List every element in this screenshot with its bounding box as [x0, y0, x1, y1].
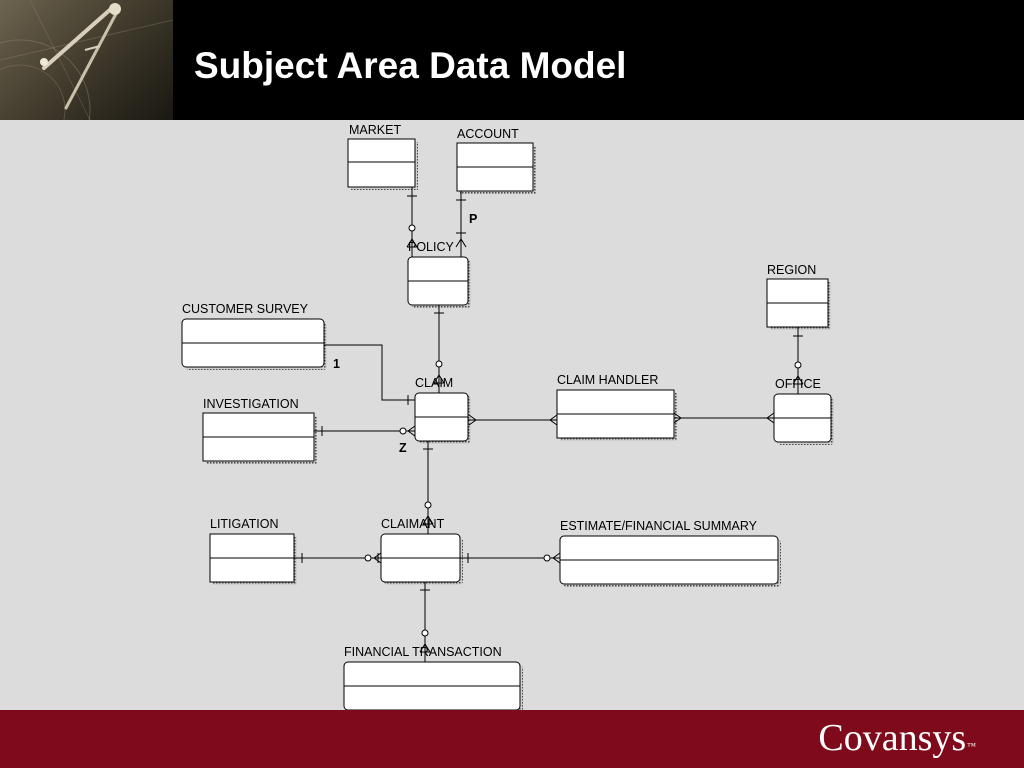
relationship-label-p: P: [469, 212, 477, 226]
entity-investigation[interactable]: INVESTIGATION: [202, 397, 317, 464]
footer-bar: Covansys™: [0, 710, 1024, 768]
entity-claimant[interactable]: CLAIMANT: [380, 517, 463, 585]
entity-label: POLICY: [408, 240, 455, 254]
relationship-claimant-estimate-financial-summary: [460, 552, 561, 564]
entity-estimate-financial-summary[interactable]: ESTIMATE/FINANCIAL SUMMARY: [559, 519, 781, 587]
trademark-mark: ™: [967, 741, 976, 751]
entity-financial-transaction[interactable]: FINANCIAL TRANSACTION: [343, 645, 523, 713]
entity-account[interactable]: ACCOUNT: [456, 127, 536, 194]
relationship-customer-survey-claim: [324, 344, 415, 405]
entity-label: CLAIM HANDLER: [557, 373, 658, 387]
covansys-logo: Covansys™: [818, 715, 976, 761]
entity-customer-survey[interactable]: CUSTOMER SURVEY: [181, 302, 327, 370]
entity-label: LITIGATION: [210, 517, 279, 531]
relationship-market-policy: [406, 187, 418, 257]
entity-claim-handler[interactable]: CLAIM HANDLER: [556, 373, 677, 441]
diagram-canvas: MARKET ACCOUNT POLICY REGION CUSTOMER SU…: [0, 120, 1024, 713]
relationship-litigation-claimant: [294, 552, 382, 564]
relationship-account-policy: [455, 191, 467, 257]
entity-market[interactable]: MARKET: [347, 123, 418, 190]
entity-region[interactable]: REGION: [766, 263, 831, 330]
relationship-investigation-claim: [314, 425, 416, 437]
entity-office[interactable]: OFFICE: [773, 377, 834, 445]
entity-label: CUSTOMER SURVEY: [182, 302, 309, 316]
relationship-claim-claimant: [422, 441, 434, 534]
entity-claim[interactable]: CLAIM: [414, 376, 471, 444]
entity-litigation[interactable]: LITIGATION: [209, 517, 297, 585]
er-diagram: MARKET ACCOUNT POLICY REGION CUSTOMER SU…: [181, 123, 834, 713]
entity-label: MARKET: [349, 123, 401, 137]
entity-label: ESTIMATE/FINANCIAL SUMMARY: [560, 519, 758, 533]
header-bar: Subject Area Data Model: [0, 0, 1024, 120]
entity-policy[interactable]: POLICY: [407, 240, 471, 308]
relationship-label-1: 1: [333, 357, 340, 371]
relationship-policy-claim: [433, 305, 445, 393]
page-title: Subject Area Data Model: [194, 45, 627, 86]
entity-label: CLAIMANT: [381, 517, 445, 531]
entity-label: INVESTIGATION: [203, 397, 299, 411]
compass-image: [0, 0, 173, 120]
relationship-region-office: [792, 327, 804, 394]
relationship-claim-handler-office: [673, 412, 775, 424]
relationship-label-z: Z: [399, 441, 407, 455]
entity-label: REGION: [767, 263, 816, 277]
relationship-claimant-financial-transaction: [419, 582, 431, 662]
relationship-claim-claim-handler: [468, 414, 558, 426]
entity-label: ACCOUNT: [457, 127, 519, 141]
logo-text: Covansys: [818, 717, 967, 759]
